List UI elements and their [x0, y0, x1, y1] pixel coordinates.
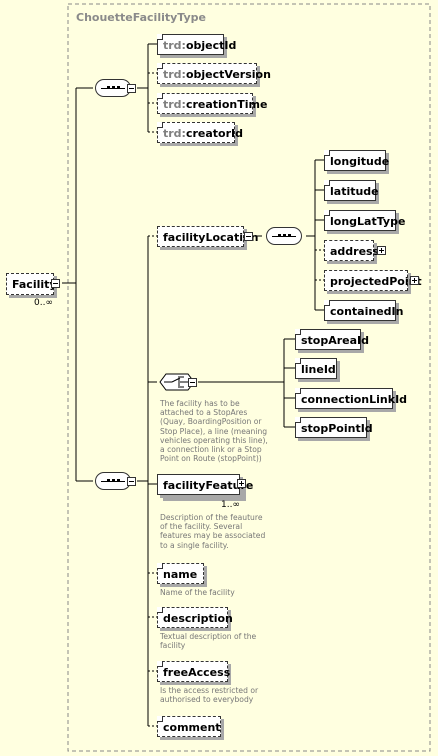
element-label: containedIn	[330, 305, 404, 318]
root-element-label: Facility	[12, 278, 57, 291]
complex-type-boundary	[67, 3, 431, 752]
root-element-facility[interactable]: Facility	[6, 273, 57, 295]
namespace-prefix: trd:	[163, 98, 186, 111]
choice-compositor	[159, 373, 195, 391]
element-label: stopPointId	[301, 422, 373, 435]
element-facilitylocation[interactable]: facilityLocation	[157, 226, 258, 247]
element-label: creatorId	[185, 127, 244, 140]
collapse-icon[interactable]	[127, 84, 136, 93]
element-longlattype[interactable]: longLatType	[324, 210, 405, 231]
element-label: comment	[163, 721, 221, 734]
element-label: stopAreaId	[301, 334, 370, 347]
element-freeaccess[interactable]: freeAccess	[157, 661, 231, 682]
element-connectionlinkid[interactable]: connectionLinkId	[295, 388, 407, 409]
element-label: objectId	[185, 39, 237, 52]
name-documentation: Name of the facility	[160, 588, 235, 597]
freeaccess-documentation: Is the access restricted or authorised t…	[160, 686, 259, 705]
element-label: latitude	[330, 185, 379, 198]
namespace-prefix: trd:	[163, 68, 186, 81]
element-latitude[interactable]: latitude	[324, 180, 379, 201]
element-stoppointid[interactable]: stopPointId	[295, 417, 373, 438]
element-longitude[interactable]: longitude	[324, 150, 390, 171]
element-creationtime[interactable]: trd:creationTime	[157, 93, 267, 114]
namespace-prefix: trd:	[163, 127, 186, 140]
element-projectedpoint[interactable]: projectedPoint	[324, 270, 422, 291]
collapse-icon[interactable]	[188, 378, 197, 387]
collapse-icon[interactable]	[244, 232, 253, 241]
element-label: creationTime	[185, 98, 268, 111]
element-label: facilityLocation	[163, 231, 259, 244]
element-containedin[interactable]: containedIn	[324, 300, 403, 321]
complex-type-title: ChouetteFacilityType	[76, 11, 206, 24]
expand-icon[interactable]	[377, 246, 386, 255]
namespace-prefix: trd:	[163, 39, 186, 52]
choice-documentation: The facility has to be attached to a Sto…	[160, 399, 268, 464]
facilityfeature-multiplicity: 1..∞	[221, 500, 240, 510]
element-label: connectionLinkId	[301, 393, 408, 406]
element-label: longitude	[330, 155, 390, 168]
element-objectid[interactable]: trd:objectId	[157, 34, 236, 55]
element-label: lineId	[301, 363, 336, 376]
sequence-compositor-top	[95, 79, 131, 97]
collapse-icon[interactable]	[51, 279, 60, 288]
element-label: address	[330, 245, 380, 258]
element-address[interactable]: address	[324, 240, 379, 261]
element-label: projectedPoint	[330, 275, 422, 288]
element-label: description	[163, 612, 233, 625]
element-label: longLatType	[330, 215, 406, 228]
element-label: objectVersion	[185, 68, 271, 81]
element-comment[interactable]: comment	[157, 716, 221, 737]
facilityfeature-documentation: Description of the feauture of the facil…	[160, 513, 266, 550]
expand-icon[interactable]	[237, 479, 246, 488]
expand-icon[interactable]	[410, 276, 419, 285]
element-name[interactable]: name	[157, 563, 204, 584]
sequence-compositor-location	[266, 227, 302, 245]
collapse-icon[interactable]	[127, 477, 136, 486]
element-creatorid[interactable]: trd:creatorId	[157, 122, 243, 143]
element-facilityfeature[interactable]: facilityFeature	[157, 474, 253, 495]
element-stopareaid[interactable]: stopAreaId	[295, 329, 369, 350]
element-label: facilityFeature	[163, 479, 254, 492]
element-lineid[interactable]: lineId	[295, 358, 337, 379]
description-documentation: Textual description of the facility	[160, 632, 257, 651]
sequence-compositor-bottom	[95, 472, 131, 490]
element-objectversion[interactable]: trd:objectVersion	[157, 63, 271, 84]
element-description[interactable]: description	[157, 607, 233, 628]
element-label: name	[163, 568, 198, 581]
root-multiplicity: 0..∞	[34, 298, 53, 308]
element-label: freeAccess	[163, 666, 231, 679]
